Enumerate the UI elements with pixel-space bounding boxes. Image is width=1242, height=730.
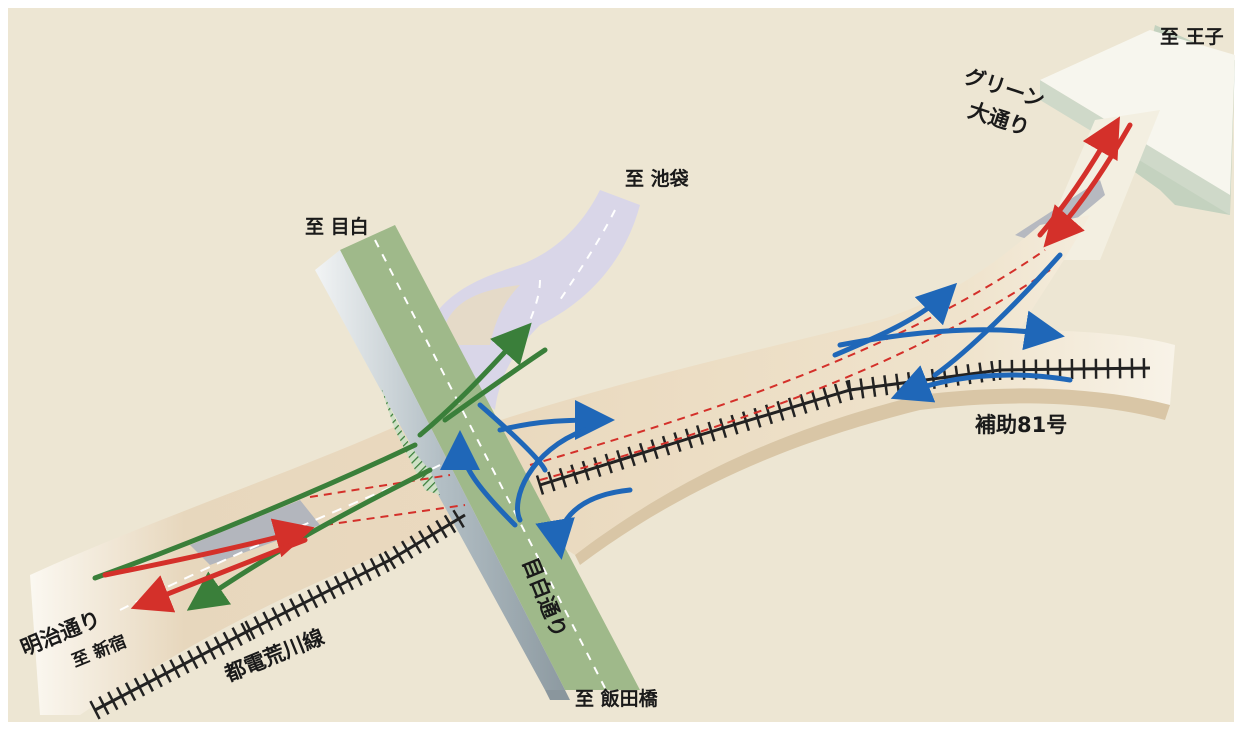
rail-tie <box>115 686 128 706</box>
rail-tie <box>307 589 319 609</box>
label-to-ikebukuro: 至 池袋 <box>625 168 689 190</box>
rail-tie <box>753 407 762 428</box>
label-to-mejiro: 至 目白 <box>305 216 369 238</box>
rail-tie <box>810 390 820 411</box>
rail-tie <box>351 566 363 586</box>
rail-tie <box>604 453 613 474</box>
rail-tie <box>253 616 265 636</box>
rail-tie <box>966 364 972 385</box>
rail-tie <box>707 421 716 442</box>
rail-tie <box>160 663 172 683</box>
rail-tie <box>213 636 226 656</box>
traffic-flow-arrow-icon <box>92 116 1133 613</box>
rail-tie <box>978 362 984 383</box>
rail-tie <box>847 379 853 401</box>
rail-tie <box>673 432 682 452</box>
label-to-iidabashi: 至 飯田橋 <box>575 688 658 710</box>
rail-tie <box>151 668 163 688</box>
rail-tie <box>262 611 274 631</box>
rail-tie <box>547 471 556 492</box>
rail-tie <box>204 640 217 660</box>
rail-tie <box>409 535 422 554</box>
ikebukuro-road <box>420 190 640 410</box>
rail-tie <box>741 411 751 432</box>
rail-tie <box>859 378 865 399</box>
rail-tie <box>718 418 728 439</box>
rail-tie <box>222 631 234 651</box>
rail-tie <box>324 580 337 600</box>
rail-tie <box>360 562 372 582</box>
rail-tie <box>581 460 590 481</box>
rail-tie <box>142 673 155 692</box>
rail-tie <box>570 464 579 485</box>
rail-tie <box>289 598 301 618</box>
rail-tie <box>369 557 381 577</box>
rail-tie <box>638 442 648 463</box>
rail-tie <box>883 375 889 396</box>
rail-tie <box>426 525 440 544</box>
rail-tie <box>124 682 137 702</box>
rail-tie <box>107 691 119 711</box>
rail-tie <box>392 545 405 565</box>
rail-tie <box>684 428 694 449</box>
rail-tie <box>333 575 346 595</box>
rail-tie <box>187 650 199 670</box>
rail-tie <box>799 394 808 414</box>
rail-tie <box>616 450 625 470</box>
rail-tie <box>271 607 283 627</box>
rail-tie <box>452 509 465 529</box>
rail-tie <box>342 571 354 591</box>
rail-tie <box>178 654 190 674</box>
rail-tie <box>787 397 797 418</box>
rail-tie <box>661 435 671 456</box>
rail-tie <box>435 519 448 539</box>
rail-tie <box>627 446 636 467</box>
rail-tie <box>822 387 831 408</box>
rail-tie <box>558 467 568 488</box>
rail-tie <box>315 584 328 604</box>
rail-tie <box>730 414 739 435</box>
rail-tie <box>240 622 252 642</box>
rail-tie <box>776 400 785 421</box>
rail-tie <box>133 677 146 697</box>
rail-tie <box>593 457 602 478</box>
rail-tie <box>231 627 243 647</box>
rail-tie <box>695 425 705 445</box>
rail-tie <box>871 376 877 397</box>
label-hojo81: 補助81号 <box>975 413 1068 437</box>
rail-tie <box>954 365 960 386</box>
rail-line <box>94 513 466 712</box>
rail-tie <box>98 695 110 715</box>
rail-tie <box>244 620 256 640</box>
label-to-ouji: 至 王子 <box>1160 26 1224 48</box>
rail-tie <box>833 383 842 404</box>
rail-tie <box>400 540 414 559</box>
rail-tie <box>89 700 101 720</box>
rail-tie <box>418 530 431 549</box>
rail-tie <box>650 439 659 460</box>
rail-tie <box>443 514 457 534</box>
rail-tie <box>280 602 292 622</box>
rail-tie <box>378 553 390 573</box>
rail-tie <box>169 659 181 679</box>
mejiro-doori-road <box>315 225 640 700</box>
rail-tie <box>535 475 545 495</box>
hojo81-road <box>470 215 1175 565</box>
rail-tie <box>195 645 208 665</box>
rail-tie <box>298 593 310 613</box>
rail-tie <box>383 550 397 570</box>
